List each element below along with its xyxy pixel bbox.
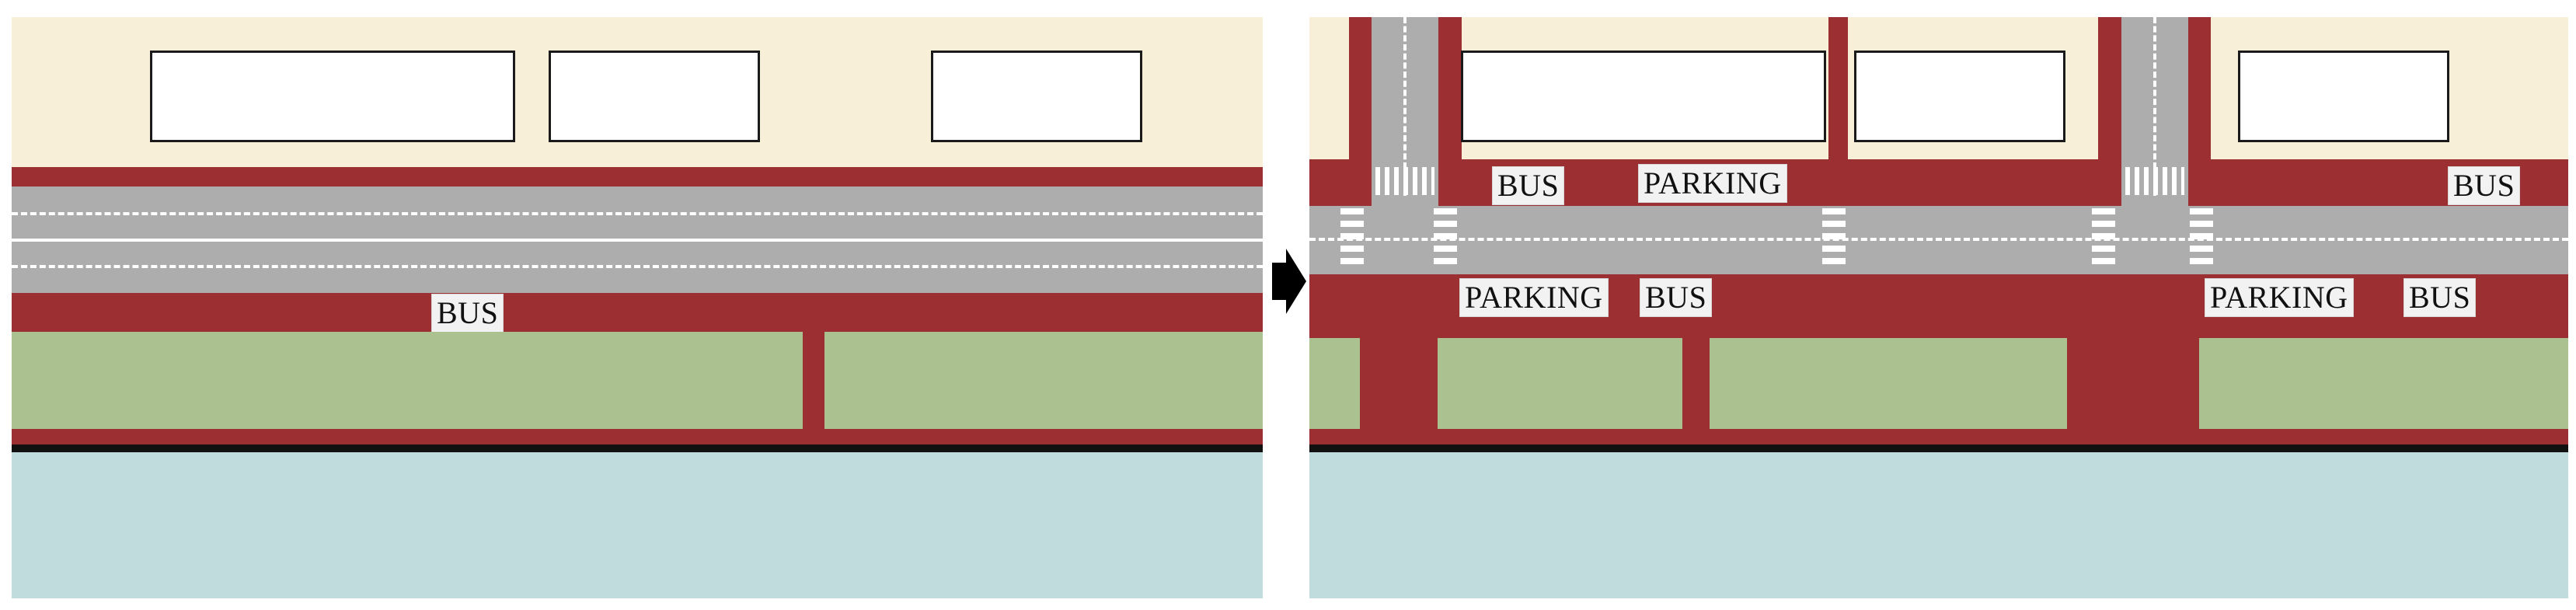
building bbox=[549, 51, 760, 142]
shoreline bbox=[1309, 444, 2568, 452]
crosswalk bbox=[1822, 208, 1846, 270]
before-panel: BUS bbox=[0, 0, 1274, 610]
parking-label: PARKING bbox=[2205, 278, 2354, 317]
water bbox=[1309, 452, 2568, 598]
crosswalk bbox=[2092, 208, 2115, 270]
crosswalk bbox=[1375, 167, 1434, 195]
lane-marking bbox=[1309, 238, 2568, 241]
promenade bbox=[1309, 429, 2568, 444]
bus-stop-label: BUS bbox=[2403, 278, 2477, 317]
bus-stop-label: BUS bbox=[1640, 278, 1713, 317]
green-space bbox=[2199, 338, 2568, 429]
crosswalk bbox=[2190, 208, 2213, 270]
crosswalk bbox=[1340, 208, 1364, 270]
divider bbox=[1828, 17, 1848, 159]
green-space bbox=[1309, 338, 1360, 429]
building bbox=[150, 51, 515, 142]
building bbox=[2238, 51, 2449, 142]
building bbox=[1854, 51, 2065, 142]
lane-marking bbox=[1403, 17, 1407, 196]
bus-stop-label: BUS bbox=[1492, 166, 1565, 205]
bus-stop-label: BUS bbox=[431, 294, 504, 333]
center-line bbox=[12, 239, 1263, 242]
crosswalk bbox=[2125, 167, 2184, 195]
parking-label: PARKING bbox=[1638, 164, 1787, 203]
bus-stop-label: BUS bbox=[2448, 166, 2521, 205]
water bbox=[12, 452, 1263, 598]
green-space-east bbox=[824, 332, 1263, 429]
building bbox=[1461, 51, 1826, 142]
sidewalk-south bbox=[12, 293, 1263, 332]
building bbox=[931, 51, 1142, 142]
green-space bbox=[1710, 338, 2067, 429]
after-panel: BUS PARKING BUS PARKING BUS PARKING BUS bbox=[1305, 0, 2576, 610]
lane-marking bbox=[2153, 17, 2156, 196]
lane-marking bbox=[12, 265, 1263, 268]
green-path bbox=[803, 332, 824, 429]
crosswalk bbox=[1434, 208, 1457, 270]
shoreline bbox=[12, 444, 1263, 452]
sidewalk-north bbox=[12, 167, 1263, 186]
lane-marking bbox=[12, 212, 1263, 215]
green-space-west bbox=[12, 332, 803, 429]
parking-label: PARKING bbox=[1459, 278, 1609, 317]
arrow-right-icon bbox=[1272, 249, 1306, 314]
green-space bbox=[1438, 338, 1682, 429]
promenade bbox=[12, 429, 1263, 444]
